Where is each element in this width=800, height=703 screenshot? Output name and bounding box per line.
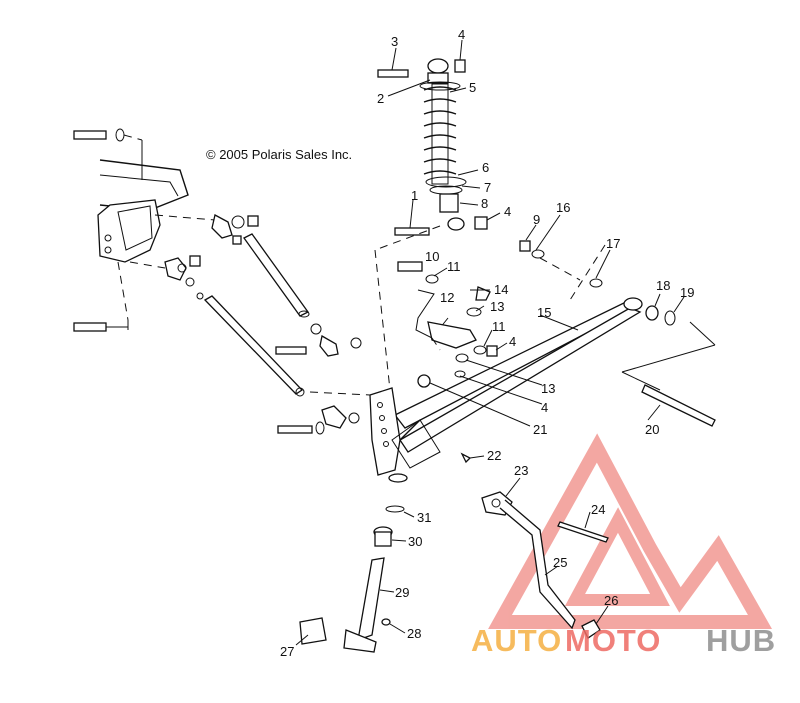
callout-1: 1: [411, 188, 418, 203]
callout-29: 29: [395, 585, 409, 600]
upper-rod-end-hardware: [211, 214, 259, 245]
callout-23: 23: [514, 463, 528, 478]
mount-bracket: [427, 321, 477, 349]
callout-4d: 4: [541, 400, 548, 415]
frame-bracket-plate: [97, 199, 161, 263]
callout-3: 3: [391, 34, 398, 49]
callout-15: 15: [537, 305, 551, 320]
pivot-shaft: [641, 384, 716, 427]
callout-22: 22: [487, 448, 501, 463]
callout-26: 26: [604, 593, 618, 608]
lower-rod-bolt: [277, 425, 313, 434]
lower-rod-end-hardware: [164, 255, 204, 300]
frame-bolt-bottom: [73, 322, 107, 332]
callout-19: 19: [680, 285, 694, 300]
frame-bracket-assembly: [73, 128, 216, 332]
callout-24: 24: [591, 502, 605, 517]
callout-11: 11: [447, 259, 461, 274]
lower-radius-rod: [203, 295, 371, 435]
callout-11b: 11: [492, 319, 506, 334]
callout-13: 13: [490, 299, 504, 314]
watermark-triangle-inner: [564, 507, 670, 606]
callout-5: 5: [469, 80, 476, 95]
frame-bolt-top: [73, 130, 107, 140]
shock-spring: [423, 86, 457, 175]
watermark-logo: [488, 433, 773, 629]
shock-top-bolt: [377, 69, 409, 78]
mount-bracket-cluster: [397, 261, 498, 388]
spindle-shaft: [357, 557, 385, 641]
watermark-moto: MOTO: [565, 623, 661, 658]
callout-14: 14: [494, 282, 508, 297]
callout-7: 7: [484, 180, 491, 195]
watermark-auto: AUTO: [471, 623, 562, 658]
callout-13b: 13: [541, 381, 555, 396]
callout-12: 12: [440, 290, 454, 305]
watermark-triangle-outer: [488, 433, 773, 629]
callout-18: 18: [656, 278, 670, 293]
leader-lines: [295, 39, 685, 646]
callout-20: 20: [645, 422, 659, 437]
upper-radius-rod: [243, 233, 362, 357]
shock-bottom-bolt: [394, 227, 430, 236]
spindle-bushing: [299, 617, 327, 645]
trailing-arm: [393, 240, 716, 453]
callout-10: 10: [425, 249, 439, 264]
shock-absorber: [374, 58, 488, 391]
callout-4b: 4: [504, 204, 511, 219]
callout-8: 8: [481, 196, 488, 211]
callout-2: 2: [377, 91, 384, 106]
callout-17: 17: [606, 236, 620, 251]
callout-25: 25: [553, 555, 567, 570]
shock-body-lower: [439, 193, 459, 213]
callout-9: 9: [533, 212, 540, 227]
watermark-hub: HUB: [706, 623, 776, 658]
callout-31: 31: [417, 510, 431, 525]
callout-27: 27: [280, 644, 294, 659]
callout-28: 28: [407, 626, 421, 641]
callout-4: 4: [458, 27, 465, 42]
steering-arm-parts: [481, 491, 609, 639]
callout-6: 6: [482, 160, 489, 175]
callout-labels: 3 4 2 5 6 7 8 1 4 9 16 17 10 11 14 12 13…: [280, 27, 694, 659]
callout-4c: 4: [509, 334, 516, 349]
callout-30: 30: [408, 534, 422, 549]
steering-pin: [557, 521, 609, 543]
watermark-wordmark: AUTO MOTO HUB: [471, 623, 776, 658]
upper-rod-bolt: [275, 346, 307, 355]
spindle-knuckle: [369, 387, 472, 483]
callout-16: 16: [556, 200, 570, 215]
spindle-lower-parts: [299, 505, 405, 653]
callout-21: 21: [533, 422, 547, 437]
copyright-notice: © 2005 Polaris Sales Inc.: [206, 147, 352, 162]
